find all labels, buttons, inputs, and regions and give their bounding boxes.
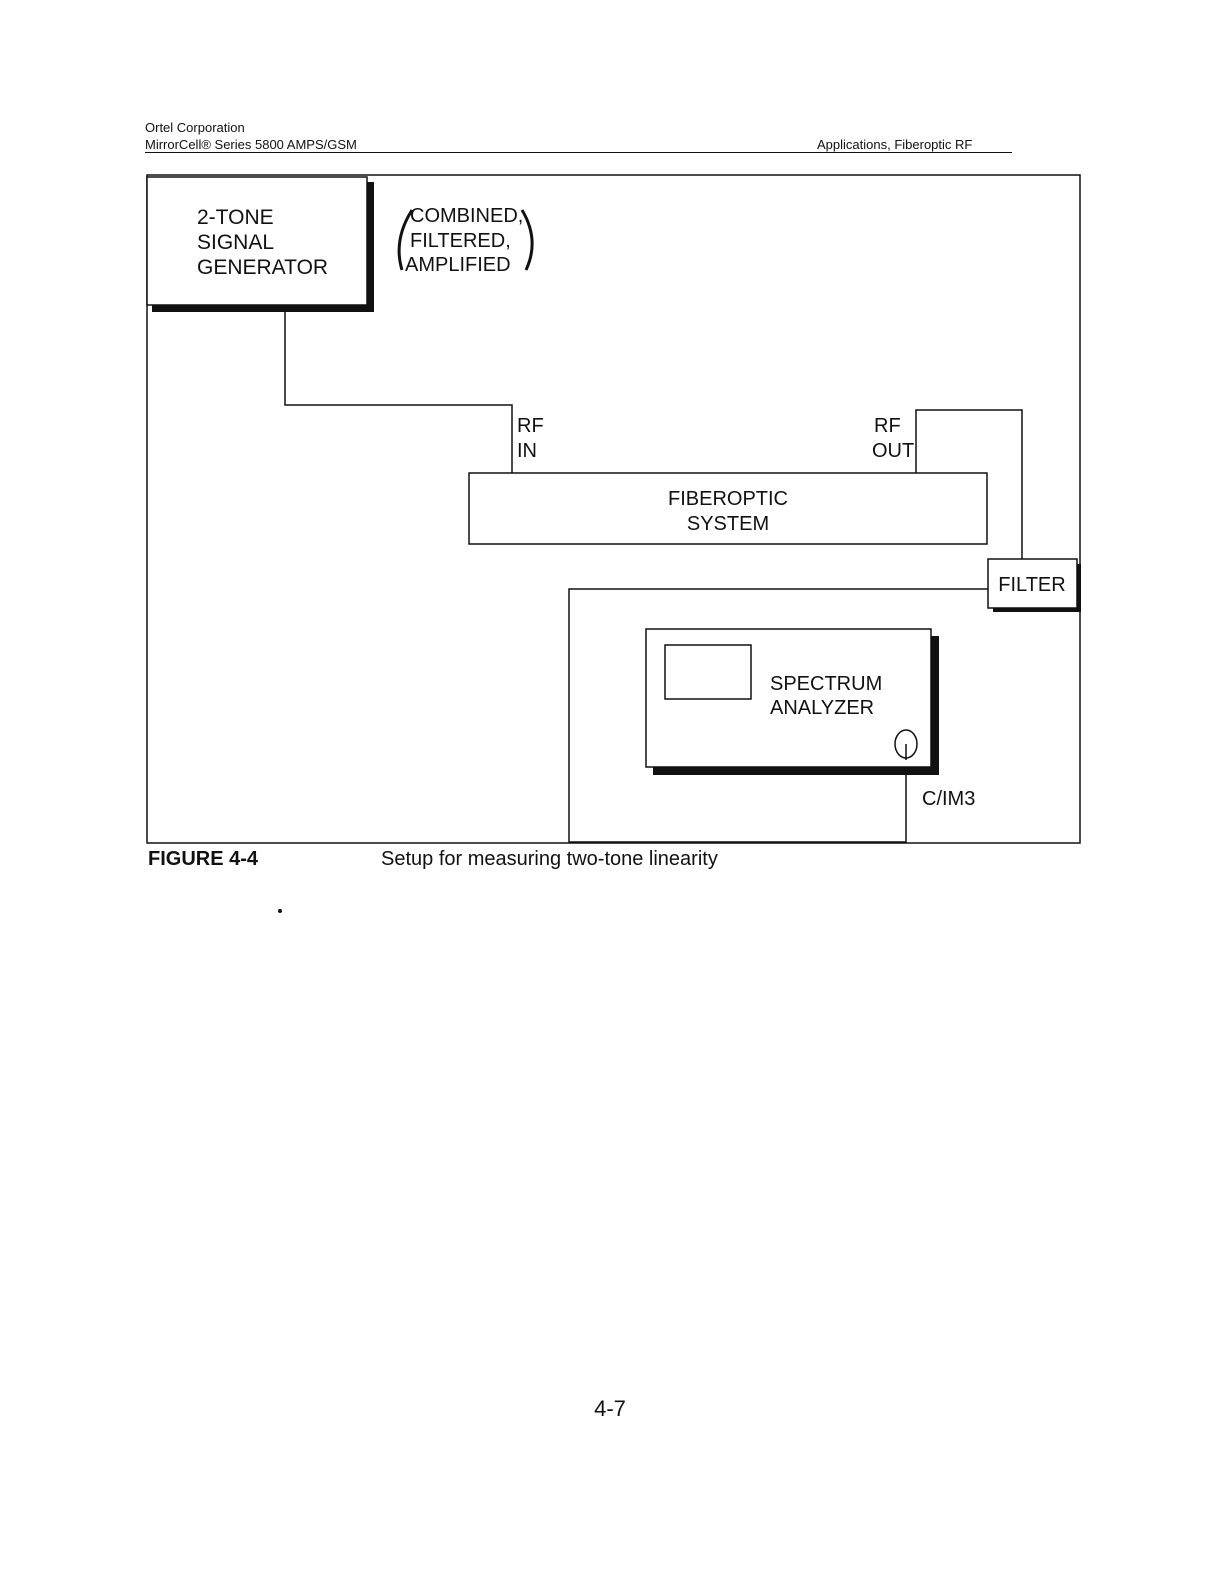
spectrum-analyzer-label-line1: SPECTRUM: [770, 673, 882, 695]
signal-generator-label-line2: SIGNAL: [197, 231, 274, 254]
note-line3: AMPLIFIED: [405, 254, 511, 276]
cable-generator-to-rf-in: [285, 312, 512, 473]
rf-out-label-line2: OUT: [872, 440, 914, 462]
rf-in-label-line2: IN: [517, 440, 537, 462]
figure-caption: Setup for measuring two-tone linearity: [381, 848, 718, 871]
signal-generator-label-line3: GENERATOR: [197, 256, 328, 279]
fiberoptic-system-label-line1: FIBEROPTIC: [668, 488, 788, 510]
note-right-paren: [522, 210, 532, 270]
note-line1: COMBINED,: [410, 205, 523, 227]
filter-label: FILTER: [998, 574, 1065, 596]
fiberoptic-system-label-line2: SYSTEM: [687, 513, 769, 535]
note-line2: FILTERED,: [410, 230, 511, 252]
measurement-label: C/IM3: [922, 788, 975, 810]
page-number: 4-7: [0, 1396, 1220, 1422]
rf-out-label-line1: RF: [874, 415, 901, 437]
rf-in-label-line1: RF: [517, 415, 544, 437]
test-setup-diagram: 2-TONE SIGNAL GENERATOR COMBINED, FILTER…: [0, 0, 1220, 900]
spectrum-analyzer-label-line2: ANALYZER: [770, 697, 874, 719]
stray-dot: [278, 909, 282, 913]
figure-number: FIGURE 4-4: [148, 848, 258, 871]
signal-generator-label-line1: 2-TONE: [197, 206, 274, 229]
